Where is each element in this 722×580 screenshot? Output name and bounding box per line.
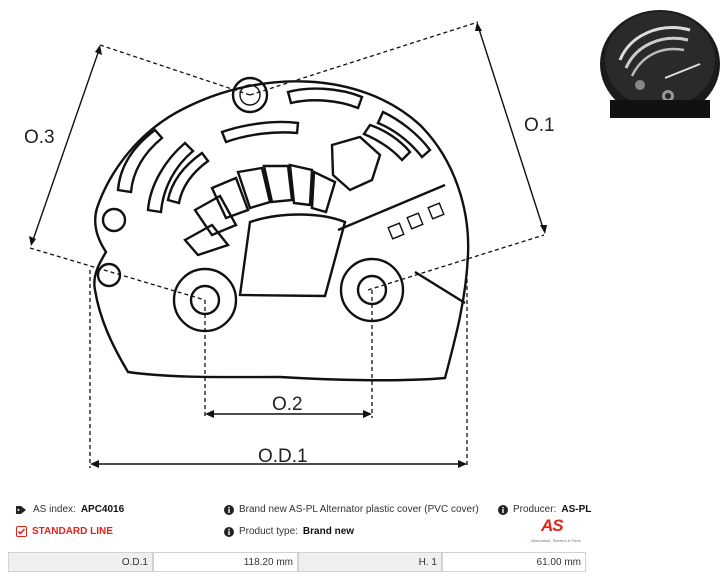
spec-value: 61.00 mm: [442, 552, 586, 572]
product-photo: [600, 10, 720, 118]
as-pl-logo: AS Alternators, Starters & Parts: [531, 516, 587, 546]
tags-icon: [16, 505, 28, 515]
dim-label-o3: O.3: [24, 127, 55, 148]
checkbox-icon: [16, 526, 27, 537]
producer-value: AS-PL: [561, 504, 592, 515]
as-index: AS index: APC4016: [16, 504, 124, 515]
info-icon: [498, 504, 508, 515]
logo-tagline: Alternators, Starters & Parts: [531, 538, 581, 543]
spec-table: O.D.1 118.20 mm H. 1 61.00 mm: [8, 552, 586, 572]
technical-drawing: O.D.1 O.2 O.3 O.1: [24, 10, 720, 468]
dimension-arrows: [29, 22, 547, 468]
as-index-label: AS index:: [33, 504, 76, 515]
spec-value: 118.20 mm: [153, 552, 298, 572]
spec-label: O.D.1: [8, 552, 153, 572]
producer: Producer: AS-PL: [498, 504, 591, 515]
cover-outline: [93, 76, 470, 382]
logo-mark: AS: [541, 516, 564, 535]
product-type-label: Product type:: [239, 526, 298, 537]
standard-line: STANDARD LINE: [16, 526, 113, 537]
producer-label: Producer:: [513, 504, 557, 515]
info-icon: [224, 526, 234, 537]
dim-label-o2: O.2: [272, 394, 303, 415]
dim-label-od1: O.D.1: [258, 446, 308, 467]
as-index-value: APC4016: [80, 504, 125, 515]
dimension-lines: [29, 21, 545, 468]
spec-label: H. 1: [298, 552, 442, 572]
info-icon: [224, 504, 234, 515]
product-type-value: Brand new: [302, 526, 355, 537]
product-type: Product type: Brand new: [224, 526, 354, 537]
standard-line-label: STANDARD LINE: [32, 526, 113, 537]
dim-label-o1: O.1: [524, 115, 555, 136]
description: Brand new AS-PL Alternator plastic cover…: [224, 504, 479, 515]
description-text: Brand new AS-PL Alternator plastic cover…: [239, 504, 479, 515]
